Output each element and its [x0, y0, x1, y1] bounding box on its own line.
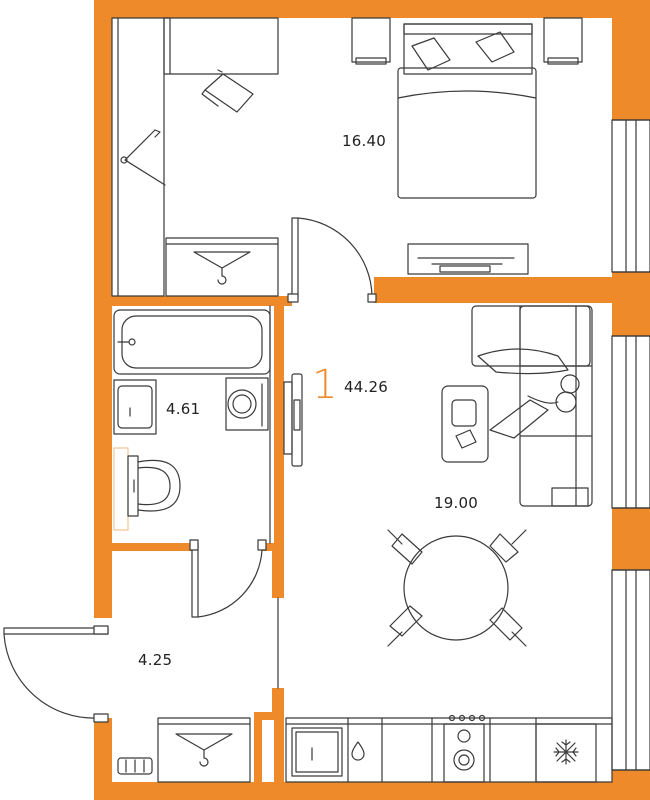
- tv-icon: [283, 373, 303, 467]
- bed-icon: [397, 23, 537, 199]
- stove-icon: [443, 714, 486, 783]
- door-icon: [287, 217, 377, 303]
- room-count-label: 1: [312, 362, 338, 408]
- coffee-table-icon: [441, 385, 489, 463]
- radiator-icon: [117, 757, 153, 775]
- door-icon: [189, 539, 267, 618]
- door-icon: [3, 625, 109, 723]
- bedroom-area-label: 16.40: [342, 132, 386, 150]
- window-icon: [611, 335, 650, 509]
- person-icon: [477, 348, 580, 439]
- total-area-label: 44.26: [344, 378, 388, 396]
- washing-machine-icon: [225, 377, 269, 431]
- chair-icon: [201, 69, 254, 113]
- window-icon: [611, 119, 650, 273]
- kitchen-sink-icon: [291, 727, 343, 777]
- wardrobe-icon: [157, 717, 251, 783]
- tv-icon: [407, 243, 529, 275]
- living-kitchen-area-label: 19.00: [434, 494, 478, 512]
- nightstand-icon: [351, 17, 583, 65]
- walls: [94, 0, 650, 800]
- bathroom-area-label: 4.61: [166, 400, 201, 418]
- toilet-icon: [113, 447, 181, 531]
- fridge-icon: [535, 723, 597, 783]
- desk-icon: [163, 17, 279, 75]
- hanger-icon: [175, 733, 233, 767]
- hallway-area-label: 4.25: [138, 651, 173, 669]
- wardrobe-icon: [165, 237, 279, 297]
- hanger-icon: [120, 129, 166, 186]
- faucet-icon: [351, 741, 365, 761]
- window-icon: [611, 569, 650, 771]
- sink-icon: [113, 379, 157, 435]
- sofa-icon: [471, 305, 593, 507]
- hanger-icon: [193, 251, 251, 285]
- dining-table-icon: [387, 529, 527, 647]
